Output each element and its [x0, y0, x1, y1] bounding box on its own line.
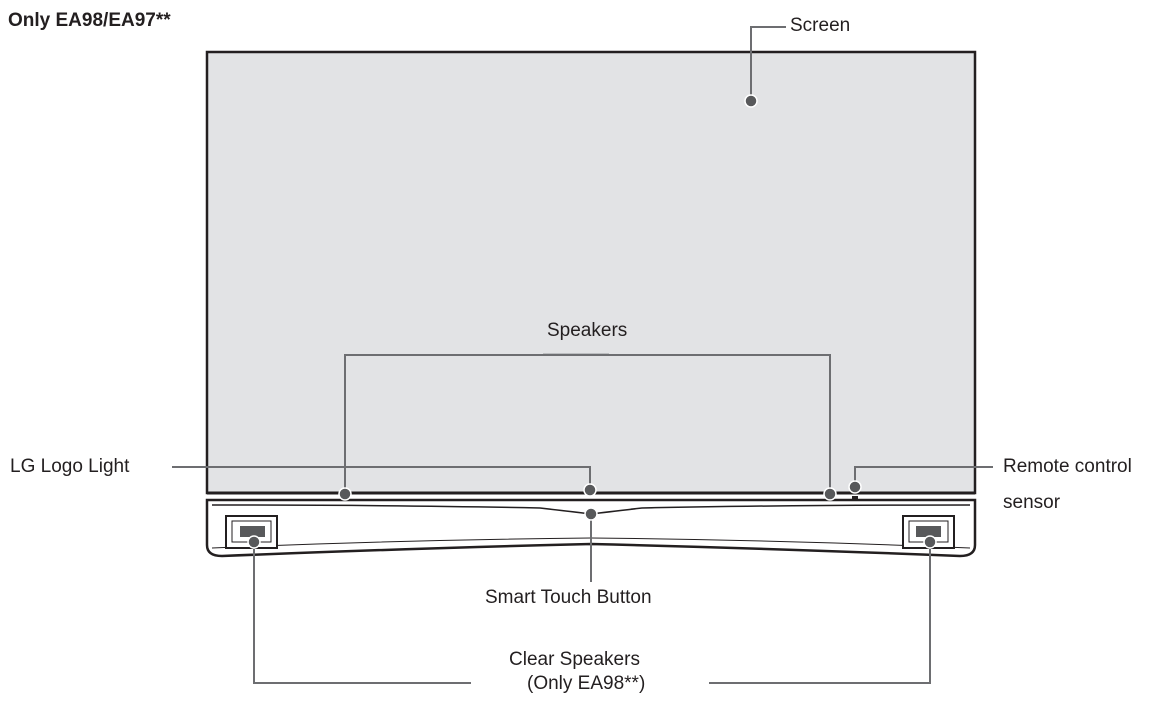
lg-logo-leader — [172, 466, 591, 490]
remote-sensor-dot — [848, 480, 862, 494]
screen-dot — [744, 94, 758, 108]
remote-sensor-mark — [852, 496, 858, 501]
screen-label: Screen — [790, 15, 851, 36]
page-title: Only EA98/EA97** — [8, 10, 171, 31]
speakers-leader — [344, 354, 831, 494]
speaker-right-dot — [823, 487, 837, 501]
monitor-screen — [205, 50, 977, 495]
smart-touch-dot — [584, 507, 598, 521]
remote-sensor-label-line2: sensor — [1003, 492, 1061, 513]
clear-speaker-left-dot — [247, 535, 261, 549]
clear-speakers-label-line2: (Only EA98**) — [527, 673, 646, 694]
screen-leader — [750, 26, 786, 101]
clear-speaker-right-dot — [923, 535, 937, 549]
lg-logo-dot — [583, 483, 597, 497]
speaker-left-dot — [338, 487, 352, 501]
clear-speaker-right-leader — [709, 542, 931, 684]
clear-speaker-left-leader — [253, 542, 471, 684]
clear-speakers-label-line1: Clear Speakers — [509, 649, 640, 670]
lg-logo-light-label: LG Logo Light — [10, 456, 130, 477]
smart-touch-button-label: Smart Touch Button — [485, 587, 652, 608]
remote-sensor-label-line1: Remote control — [1003, 456, 1132, 477]
speakers-label: Speakers — [547, 320, 628, 341]
